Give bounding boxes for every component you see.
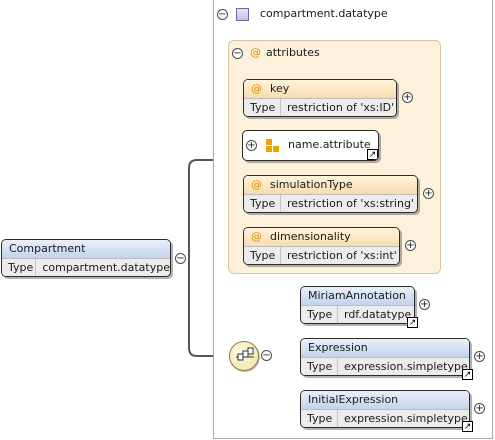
element-miriam-annotation[interactable]: MiriamAnnotation Type rdf.datatype — [300, 286, 415, 324]
element-name: MiriamAnnotation — [301, 287, 414, 305]
type-key: Type — [301, 410, 338, 427]
attributes-marker-icon: @ — [250, 46, 261, 59]
attribute-type-row: Type restriction of 'xs:ID' — [244, 98, 396, 116]
collapse-compartment-toggle[interactable]: − — [175, 253, 186, 264]
attribute-marker-icon: @ — [251, 82, 262, 95]
compartment-element[interactable]: Compartment Type compartment.datatype — [1, 239, 171, 277]
sequence-compositor[interactable] — [229, 341, 259, 371]
type-key: Type — [244, 195, 281, 212]
sequence-icon — [236, 347, 254, 361]
expand-miriam-annotation-toggle[interactable]: + — [419, 299, 430, 310]
attribute-simulation-type[interactable]: @ simulationType Type restriction of 'xs:… — [243, 175, 418, 213]
element-name: InitialExpression — [301, 391, 469, 409]
attribute-name: simulationType — [270, 178, 353, 191]
attribute-group-icon — [266, 139, 279, 152]
attributes-label: attributes — [266, 46, 320, 59]
type-key: Type — [301, 358, 338, 375]
attribute-name: key — [270, 82, 290, 95]
attribute-group-name: name.attribute — [288, 138, 371, 151]
collapse-sequence-toggle[interactable]: − — [261, 350, 272, 361]
type-value: restriction of 'xs:int' — [287, 249, 397, 262]
element-type-row: Type expression.simpletype — [301, 357, 469, 375]
attribute-marker-icon: @ — [251, 178, 262, 191]
type-value: restriction of 'xs:string' — [287, 197, 414, 210]
type-key: Type — [2, 259, 37, 276]
element-type-row: Type expression.simpletype — [301, 409, 469, 427]
reference-arrow-icon[interactable]: ↗ — [462, 369, 473, 380]
type-value: rdf.datatype — [344, 308, 412, 321]
expand-name-attribute-toggle[interactable]: + — [246, 140, 257, 151]
attribute-type-row: Type restriction of 'xs:string' — [244, 194, 417, 212]
collapse-complex-type-toggle[interactable]: − — [217, 9, 228, 20]
reference-arrow-icon[interactable]: ↗ — [367, 149, 378, 160]
attribute-group-name-attribute[interactable]: + name.attribute ↗ — [242, 130, 379, 161]
reference-arrow-icon[interactable]: ↗ — [407, 317, 418, 328]
complex-type-icon — [236, 8, 249, 21]
expand-key-toggle[interactable]: + — [402, 92, 413, 103]
element-expression[interactable]: Expression Type expression.simpletype — [300, 338, 470, 376]
collapse-attributes-toggle[interactable]: − — [232, 48, 243, 59]
reference-arrow-icon[interactable]: ↗ — [462, 421, 473, 432]
attribute-key[interactable]: @ key Type restriction of 'xs:ID' — [243, 79, 397, 117]
compartment-type-row: Type compartment.datatype — [2, 258, 170, 276]
expand-dimensionality-toggle[interactable]: + — [405, 240, 416, 251]
complex-type-name: compartment.datatype — [260, 7, 388, 20]
expand-simulation-type-toggle[interactable]: + — [423, 188, 434, 199]
element-name: Expression — [301, 339, 469, 357]
compartment-element-name: Compartment — [2, 240, 170, 258]
type-value: restriction of 'xs:ID' — [287, 101, 395, 114]
type-key: Type — [301, 306, 338, 323]
attribute-dimensionality[interactable]: @ dimensionality Type restriction of 'xs:… — [243, 227, 400, 265]
element-initial-expression[interactable]: InitialExpression Type expression.simple… — [300, 390, 470, 428]
type-value: expression.simpletype — [344, 360, 468, 373]
expand-initial-expression-toggle[interactable]: + — [474, 403, 485, 414]
element-type-row: Type rdf.datatype — [301, 305, 414, 323]
attribute-marker-icon: @ — [251, 230, 262, 243]
type-key: Type — [244, 247, 281, 264]
type-value: compartment.datatype — [42, 261, 170, 274]
expand-expression-toggle[interactable]: + — [474, 351, 485, 362]
attribute-type-row: Type restriction of 'xs:int' — [244, 246, 399, 264]
type-value: expression.simpletype — [344, 412, 468, 425]
attribute-name: dimensionality — [270, 230, 351, 243]
type-key: Type — [244, 99, 281, 116]
